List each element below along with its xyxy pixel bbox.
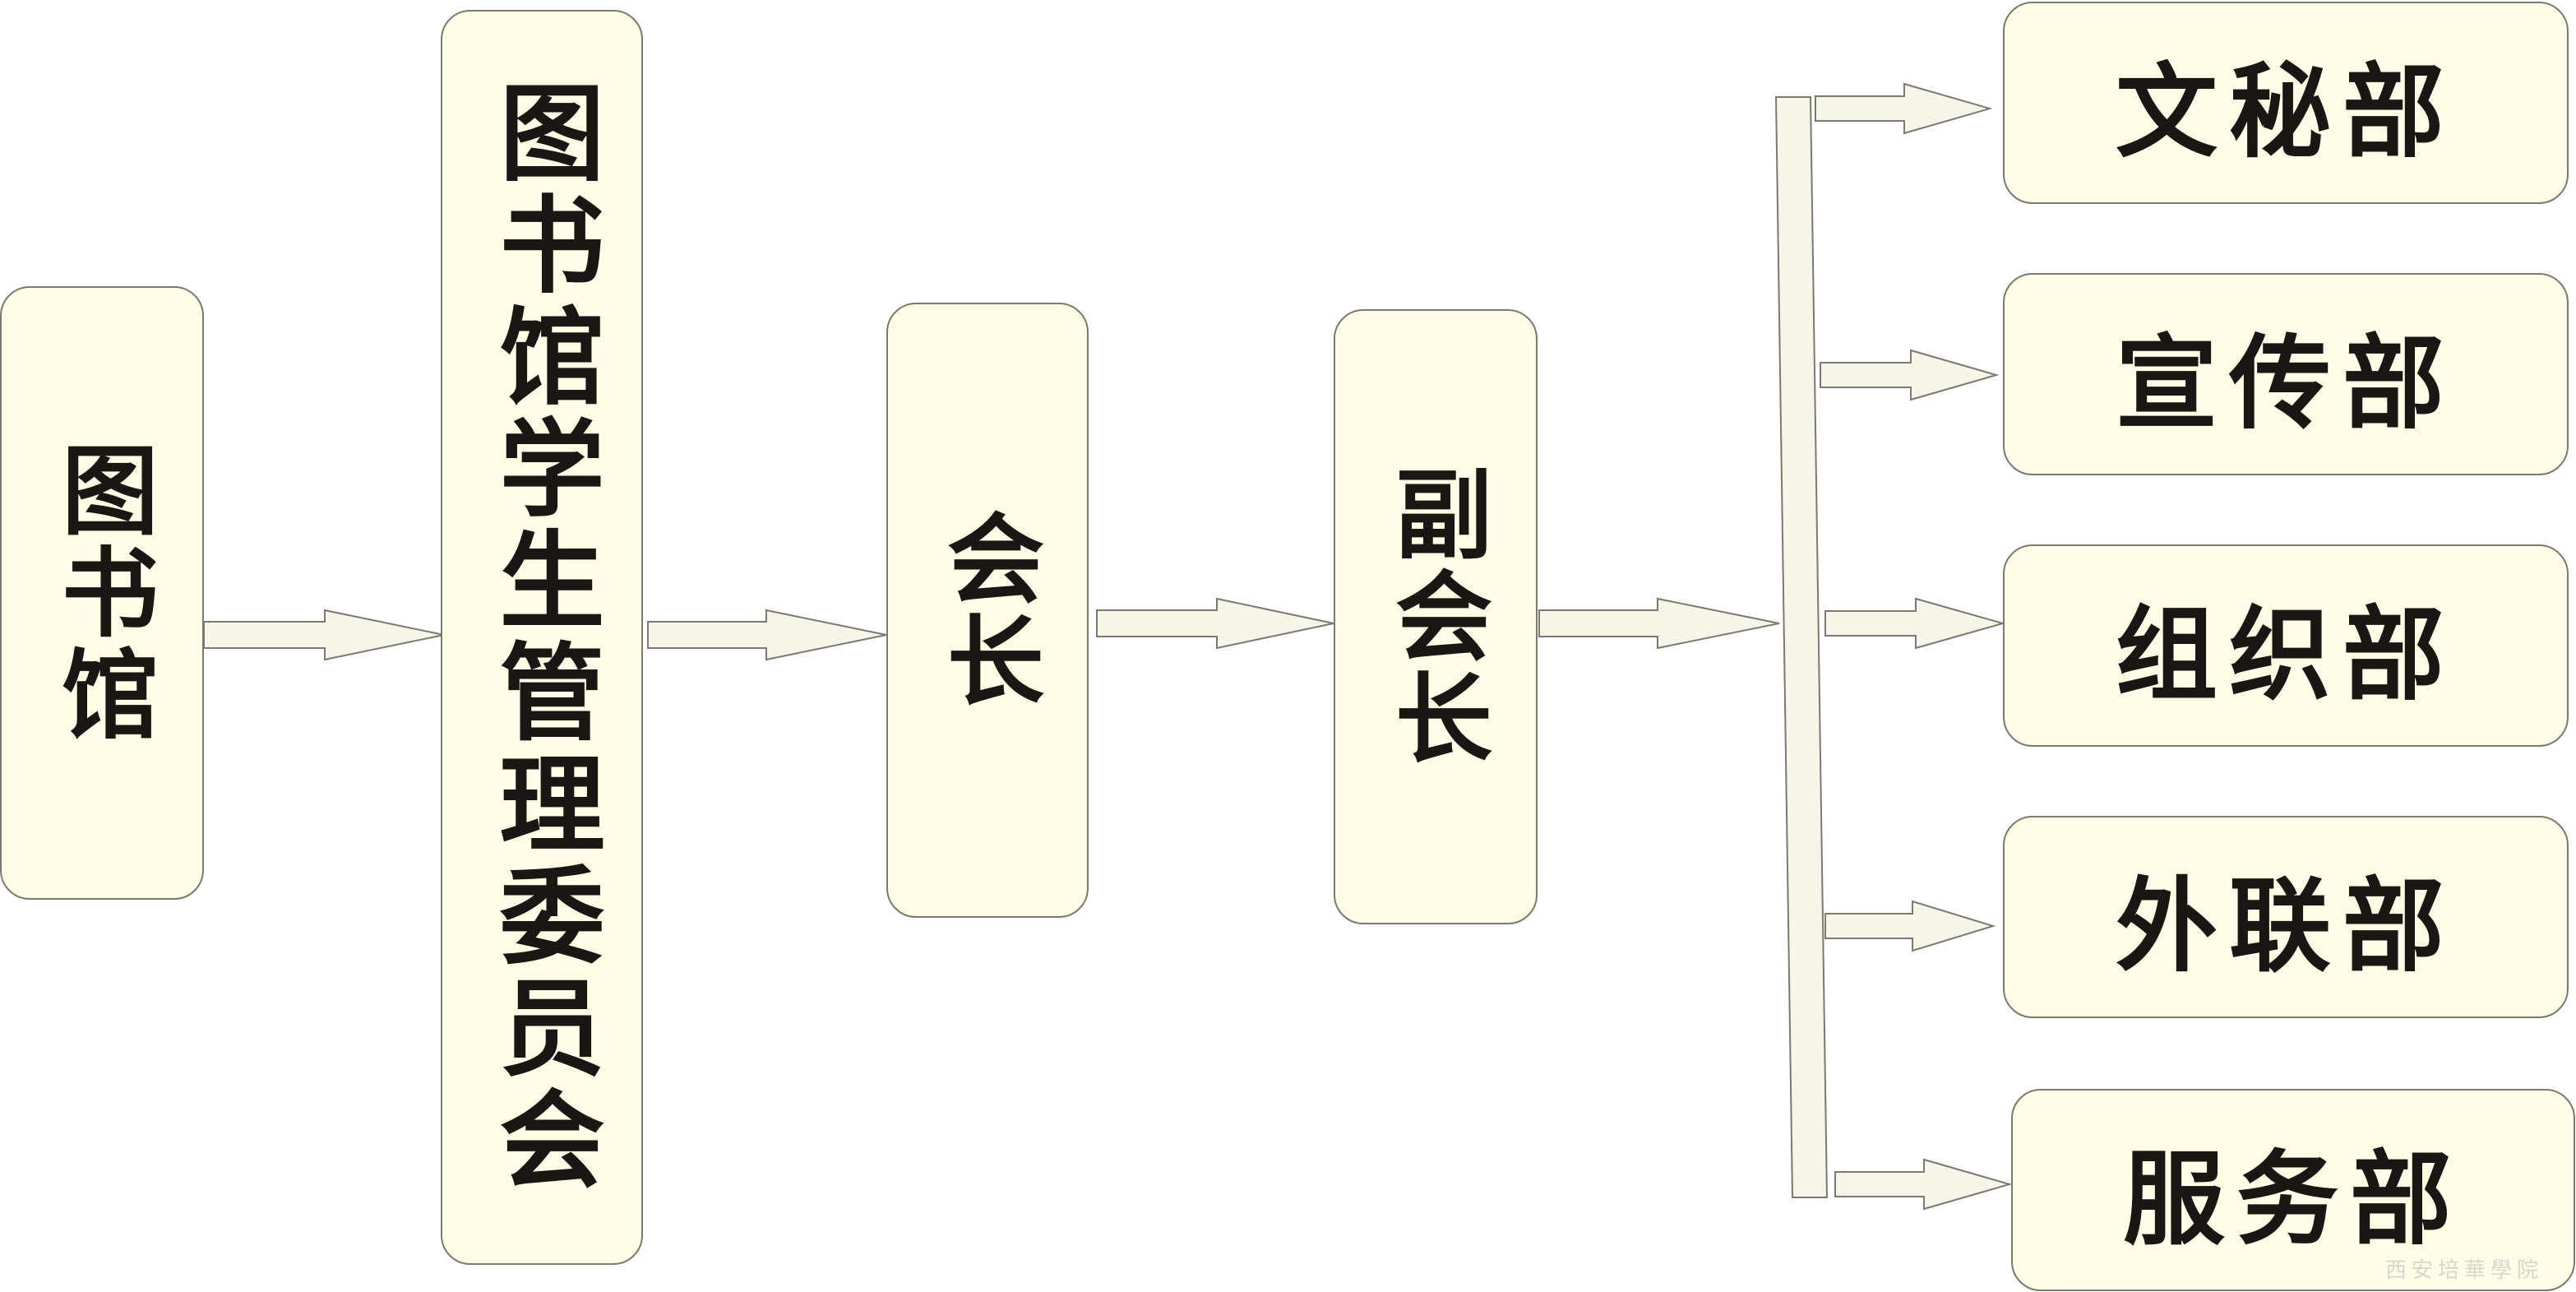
dept-publicity: 宣传部 — [2003, 273, 2569, 475]
dept-label: 宣传部 — [2115, 325, 2456, 443]
node-label: 图书馆 — [44, 440, 159, 746]
arrow-connector — [1815, 82, 1993, 135]
node-president: 会长 — [886, 303, 1089, 918]
dept-secretariat: 文秘部 — [2003, 2, 2569, 204]
dept-label: 文秘部 — [2115, 53, 2456, 172]
node-label: 副会长 — [1378, 464, 1492, 770]
arrow-connector — [1824, 900, 1996, 952]
node-library: 图书馆 — [0, 286, 204, 900]
dept-label: 组织部 — [2115, 596, 2456, 715]
dept-external-relations: 外联部 — [2003, 816, 2569, 1018]
watermark: 西安培華學院 — [2384, 1258, 2543, 1283]
arrow-connector — [1538, 597, 1780, 650]
dept-label: 服务部 — [2122, 1141, 2463, 1259]
node-vice-president: 副会长 — [1334, 309, 1538, 924]
dept-service: 服务部 — [2011, 1089, 2575, 1291]
node-committee: 图书馆学生管理委员会 — [441, 10, 643, 1265]
branch-bar — [1774, 96, 1829, 1198]
arrow-connector — [1834, 1158, 2013, 1211]
dept-label: 外联部 — [2115, 868, 2456, 986]
dept-organization: 组织部 — [2003, 544, 2569, 747]
node-label: 会长 — [930, 508, 1044, 712]
node-label: 图书馆学生管理委员会 — [481, 78, 604, 1197]
arrow-connector — [1096, 597, 1334, 650]
arrow-connector — [203, 609, 445, 661]
arrow-connector — [647, 609, 887, 661]
arrow-connector — [1824, 597, 2006, 650]
arrow-connector — [1820, 349, 2000, 401]
